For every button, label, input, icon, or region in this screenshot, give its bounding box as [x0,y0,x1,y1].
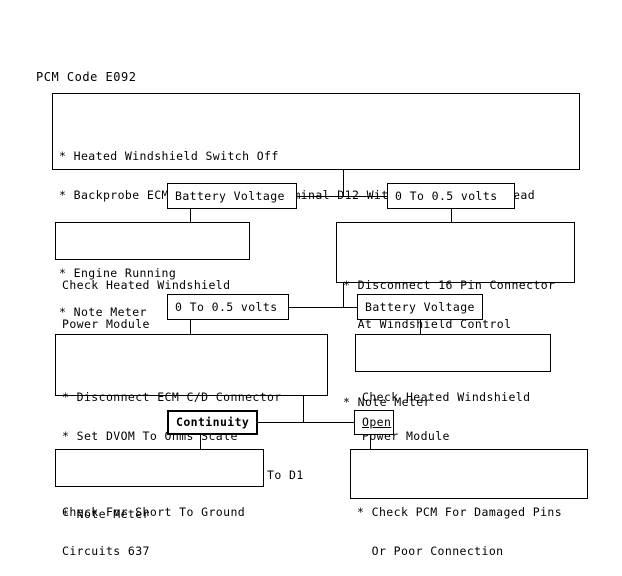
connector-vertical [451,209,452,222]
node-check-module-1-text: Check Heated Windshield Power Module [56,249,249,360]
list-item: Power Module [62,317,150,331]
connector-vertical [190,209,191,222]
connector-horizontal [288,307,358,308]
list-item: * Check PCM For Damaged Pins [357,505,563,519]
node-initial-test: * Heated Windshield Switch Off * Backpro… [52,93,580,319]
list-item: Check For Short To Ground [62,505,246,519]
list-item: * Note Meter [59,305,147,319]
list-item: At Windshield Control [343,317,512,331]
list-item: Check Heated Windshield [362,390,531,404]
list-item: Check Heated Windshield [62,278,231,292]
node-disconnect-ecm-cd-connector: * Disconnect ECM C/D Connector * Set DVO… [55,334,328,521]
connector-vertical [343,170,344,196]
node-check-module-2-text: Check Heated Windshield Power Module [356,361,550,472]
list-item: * Note Meter [62,507,150,521]
node-disconnect-16-pin-connector: * Disconnect 16 Pin Connector At Windshi… [336,222,575,409]
list-item: * Engine Running [59,266,177,280]
branch-label-continuity: Continuity [167,410,258,435]
branch-label-battery-voltage-1: Battery Voltage [167,183,297,209]
node-check-heated-windshield-power-module-2: Check Heated Windshield Power Module [355,334,551,443]
connector-vertical [200,435,201,449]
connector-vertical [420,320,421,334]
connector-horizontal [231,196,516,197]
list-item: Or Poor Connection [357,544,504,558]
branch-label-battery-voltage-2: Battery Voltage [357,294,483,320]
branch-label-open: Open [354,410,394,435]
list-item: * Heated Windshield Switch Off [59,149,279,163]
node-check-heated-windshield-power-module-1: Check Heated Windshield Power Module [55,222,250,331]
list-item: Circuits 637 [62,544,150,558]
connector-vertical [190,320,191,334]
node-disconnect-16-pin-text: * Disconnect 16 Pin Connector At Windshi… [337,249,574,438]
node-check-for-short-to-ground: Check For Short To Ground Circuits 637 [55,449,264,558]
page-title: PCM Code E092 [36,70,137,84]
node-check-pcm-text: * Check PCM For Damaged Pins Or Poor Con… [351,476,587,576]
node-check-pcm-damaged-pins: * Check PCM For Damaged Pins Or Poor Con… [350,449,588,558]
list-item: * Disconnect 16 Pin Connector [343,278,556,292]
connector-vertical [303,396,304,422]
connector-horizontal [257,422,357,423]
branch-label-0-to-05-volts-1: 0 To 0.5 volts [387,183,515,209]
connector-vertical [370,435,371,449]
branch-label-0-to-05-volts-2: 0 To 0.5 volts [167,294,289,320]
list-item: * Note Meter [343,395,431,409]
list-item: * Disconnect ECM C/D Connector [62,390,282,404]
connector-vertical [343,283,344,307]
node-check-short-text: Check For Short To Ground Circuits 637 [56,476,263,576]
